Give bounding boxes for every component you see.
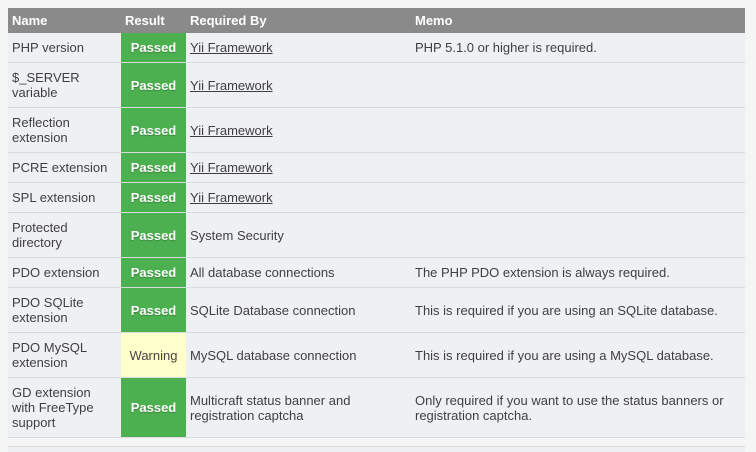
required-by: All database connections	[186, 257, 411, 288]
required-by: Yii Framework	[186, 107, 411, 153]
required-by: MySQL database connection	[186, 332, 411, 378]
requirement-name: Reflection extension	[8, 107, 121, 153]
memo: This is required if you are using a MySQ…	[411, 332, 745, 378]
table-row: PDO extension Passed All database connec…	[8, 257, 745, 288]
memo: This is required if you are using an SQL…	[411, 287, 745, 333]
table-row: GD extension with FreeType support Passe…	[8, 377, 745, 438]
result-badge: Passed	[121, 62, 186, 108]
result-badge: Passed	[121, 33, 186, 63]
required-by: Yii Framework	[186, 62, 411, 108]
table-row: PCRE extension Passed Yii Framework	[8, 152, 745, 183]
column-header-required-by: Required By	[186, 8, 411, 33]
result-badge: Passed	[121, 377, 186, 438]
table-row: PDO SQLite extension Passed SQLite Datab…	[8, 287, 745, 333]
required-by: System Security	[186, 212, 411, 258]
memo	[411, 62, 745, 108]
required-by-link[interactable]: Yii Framework	[190, 160, 273, 175]
memo: The PHP PDO extension is always required…	[411, 257, 745, 288]
table-row: PHP version Passed Yii Framework PHP 5.1…	[8, 33, 745, 63]
required-by-link[interactable]: Yii Framework	[190, 190, 273, 205]
required-by: Multicraft status banner and registratio…	[186, 377, 411, 438]
table-row: Protected directory Passed System Securi…	[8, 212, 745, 258]
table-row: SPL extension Passed Yii Framework	[8, 182, 745, 213]
table-row: $_SERVER variable Passed Yii Framework	[8, 62, 745, 108]
requirement-name: PCRE extension	[8, 152, 121, 183]
requirement-name: $_SERVER variable	[8, 62, 121, 108]
requirement-name: Protected directory	[8, 212, 121, 258]
required-by: Yii Framework	[186, 33, 411, 63]
result-badge: Passed	[121, 182, 186, 213]
result-badge: Warning	[121, 332, 186, 378]
result-badge: Passed	[121, 257, 186, 288]
requirement-name: PDO SQLite extension	[8, 287, 121, 333]
memo	[411, 182, 745, 213]
requirement-name: GD extension with FreeType support	[8, 377, 121, 438]
required-by-link[interactable]: Yii Framework	[190, 40, 273, 55]
required-by-link[interactable]: Yii Framework	[190, 122, 273, 138]
requirements-table: Name Result Required By Memo PHP version…	[8, 8, 745, 438]
result-badge: Passed	[121, 107, 186, 153]
requirement-name: SPL extension	[8, 182, 121, 213]
required-by-link[interactable]: Yii Framework	[190, 77, 273, 93]
result-badge: Passed	[121, 212, 186, 258]
required-by: SQLite Database connection	[186, 287, 411, 333]
result-badge: Passed	[121, 152, 186, 183]
requirements-table-body: PHP version Passed Yii Framework PHP 5.1…	[8, 33, 745, 438]
column-header-result: Result	[121, 8, 186, 33]
result-badge: Passed	[121, 287, 186, 333]
memo	[411, 152, 745, 183]
memo: PHP 5.1.0 or higher is required.	[411, 33, 745, 63]
column-header-memo: Memo	[411, 8, 745, 33]
table-row: Reflection extension Passed Yii Framewor…	[8, 107, 745, 153]
required-by: Yii Framework	[186, 152, 411, 183]
column-header-name: Name	[8, 8, 121, 33]
memo	[411, 212, 745, 258]
requirement-name: PDO MySQL extension	[8, 332, 121, 378]
next-table-top-edge	[8, 446, 745, 452]
table-row: PDO MySQL extension Warning MySQL databa…	[8, 332, 745, 378]
requirements-table-header: Name Result Required By Memo	[8, 8, 745, 33]
memo: Only required if you want to use the sta…	[411, 377, 745, 438]
requirement-name: PHP version	[8, 33, 121, 63]
memo	[411, 107, 745, 153]
required-by: Yii Framework	[186, 182, 411, 213]
requirement-name: PDO extension	[8, 257, 121, 288]
